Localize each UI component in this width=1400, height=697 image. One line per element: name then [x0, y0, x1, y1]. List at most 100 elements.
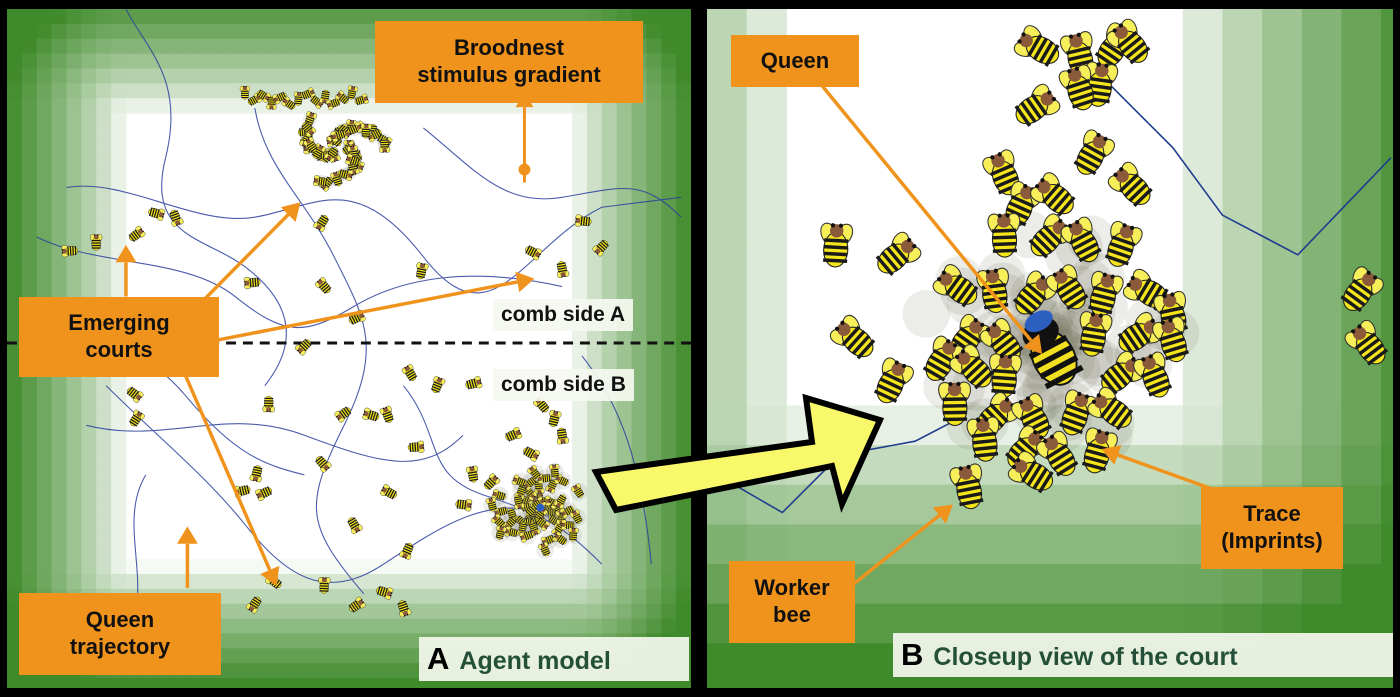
arrow-court-right: [216, 271, 535, 342]
label-stimulus-gradient: Broodnest stimulus gradient: [375, 21, 643, 103]
worker-bee-icon: [1013, 25, 1060, 67]
bee-icon: [294, 338, 312, 356]
bee-icon: [504, 526, 519, 538]
bee-icon: [324, 147, 339, 163]
bee-icon: [407, 440, 425, 453]
bee-icon: [266, 95, 277, 110]
bee-icon: [319, 89, 330, 105]
bee-icon: [347, 121, 363, 135]
bee-icon: [362, 407, 380, 422]
bee-icon: [568, 527, 579, 542]
arrows-panel-b: [814, 77, 1224, 586]
worker-bee-icon: [922, 335, 965, 382]
label-trace-imprints: Trace (Imprints): [1201, 487, 1343, 569]
label-comb-side-b: comb side B: [493, 369, 634, 401]
bee-icon: [313, 175, 329, 187]
worker-bee-icon: [1059, 31, 1095, 77]
bee-icon: [126, 386, 144, 403]
bee-icon: [245, 596, 262, 614]
queen-trajectory-path: [26, 9, 682, 644]
bee-icon: [430, 375, 446, 393]
arrow-court-top: [204, 202, 301, 300]
worker-bee-icon: [1104, 220, 1143, 267]
bee-icon: [485, 497, 497, 512]
bee-icon: [272, 91, 287, 105]
worker-bee-icon: [1088, 270, 1124, 317]
worker-bee-icon: [1117, 311, 1164, 355]
bee-icon: [569, 509, 583, 524]
bee-icon: [552, 531, 568, 546]
label-queen: Queen: [731, 35, 859, 87]
worker-bee-icon: [1073, 129, 1115, 176]
label-queen-trajectory: Queen trajectory: [19, 593, 221, 675]
panel-agent-model: Broodnest stimulus gradient Emerging cou…: [4, 6, 694, 691]
bee-icon: [556, 261, 570, 279]
court-cluster-bottom: [483, 462, 588, 559]
worker-bee-icon: [1036, 430, 1079, 477]
worker-bee-icon: [1012, 270, 1058, 317]
bee-icon: [249, 465, 263, 483]
bee-icon: [169, 209, 184, 227]
bee-icon: [574, 214, 592, 227]
bee-icon: [561, 519, 576, 530]
bee-icon: [513, 495, 525, 510]
bee-icon: [61, 245, 79, 258]
bee-icon: [347, 85, 359, 100]
worker-bee-icon: [1002, 180, 1043, 227]
stimulus-dot: [518, 163, 531, 176]
worker-bee-icon: [1045, 264, 1089, 311]
worker-bee-icon: [1107, 161, 1153, 207]
bee-icon: [397, 600, 412, 618]
worker-bee-icon: [1087, 386, 1134, 431]
bee-icon: [330, 129, 346, 143]
worker-bee-icon: [820, 222, 854, 268]
bee-icon: [399, 542, 414, 560]
bee-icon: [128, 225, 146, 243]
bee-icon: [379, 484, 397, 500]
bees-panel-a: [61, 207, 609, 618]
bee-icon: [334, 406, 352, 423]
bee-icon: [491, 513, 506, 528]
bee-icon: [528, 521, 541, 537]
bee-icon: [559, 505, 575, 519]
bee-icon: [554, 473, 569, 487]
worker-bee-icon: [1081, 427, 1118, 474]
panel-closeup: Queen Trace (Imprints) Worker bee B Clos…: [704, 6, 1396, 691]
caption-a: A Agent model: [419, 637, 689, 681]
bee-icon: [313, 214, 330, 232]
bee-icon: [345, 153, 361, 167]
bee-icon: [318, 576, 331, 594]
bee-icon: [415, 262, 429, 280]
worker-bee-icon: [1340, 266, 1384, 313]
bee-icon: [243, 277, 261, 290]
bee-icon: [548, 409, 562, 427]
queen-bee-icon: [1022, 310, 1084, 390]
arrow-trace: [1101, 445, 1224, 495]
worker-bee-icon: [1344, 319, 1389, 366]
bee-icon: [483, 473, 501, 491]
worker-bee-icon: [1079, 311, 1113, 357]
worker-bee-icon: [1014, 83, 1061, 127]
bee-icon: [592, 239, 609, 257]
worker-bee-icon: [1060, 216, 1102, 263]
bee-icon: [301, 121, 317, 138]
bee-icon: [348, 596, 366, 613]
bee-icon: [256, 89, 271, 103]
worker-bee-icon: [932, 264, 979, 308]
bee-icon: [570, 483, 585, 498]
arrow-trajectory: [177, 526, 198, 588]
bee-icon: [537, 473, 552, 484]
bee-icon: [535, 517, 550, 531]
bee-icon: [239, 85, 251, 100]
caption-b-letter: B: [901, 637, 924, 672]
worker-bee-icon: [987, 212, 1021, 258]
arrow-queen: [814, 77, 1043, 354]
court-cluster-top: [239, 85, 393, 192]
bees-panel-b: [820, 18, 1389, 510]
bee-icon: [311, 143, 326, 159]
bee-icon: [401, 364, 418, 382]
bee-icon: [310, 95, 325, 109]
bee-icon: [465, 465, 479, 483]
label-comb-side-a: comb side A: [493, 299, 634, 331]
caption-a-text: Agent model: [459, 647, 611, 675]
